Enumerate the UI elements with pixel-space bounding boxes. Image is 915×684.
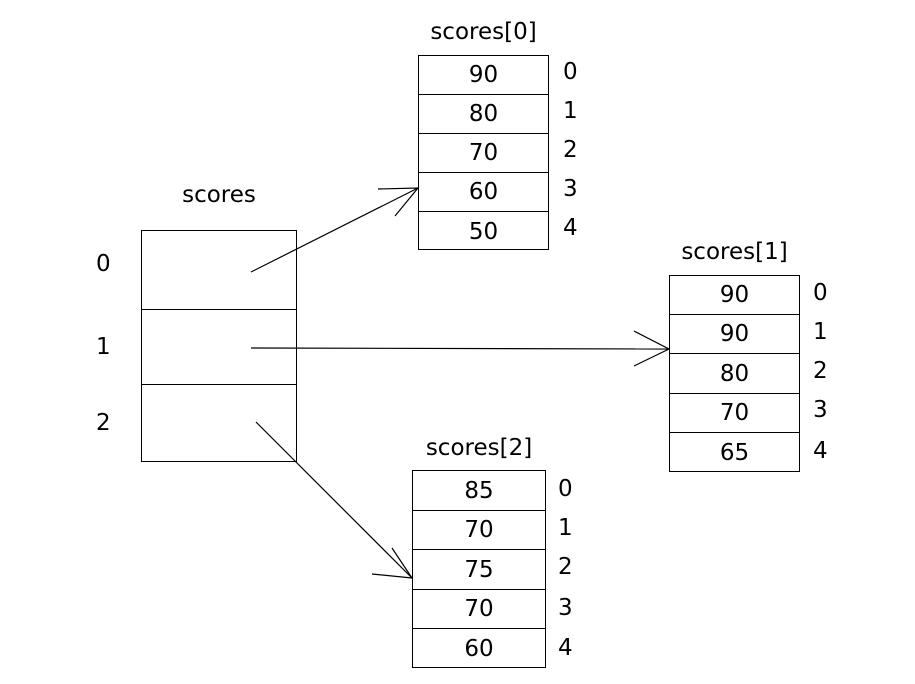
pointer-array-cell-1[interactable]	[142, 310, 296, 385]
array-1-cell-1[interactable]: 90	[670, 315, 799, 354]
array-0-cell-2[interactable]: 70	[419, 134, 548, 173]
array-0-index-3: 3	[563, 176, 578, 202]
array-0-cell-1[interactable]: 80	[419, 95, 548, 134]
pointer-array-index-0: 0	[96, 251, 111, 277]
pointer-array-box	[141, 230, 297, 462]
array-1-box: 90 90 80 70 65	[669, 275, 800, 472]
array-2-title: scores[2]	[425, 435, 533, 461]
array-2-cell-3[interactable]: 70	[413, 590, 545, 629]
array-1-index-3: 3	[813, 397, 828, 423]
array-1-cell-3[interactable]: 70	[670, 394, 799, 433]
array-2-cell-2[interactable]: 75	[413, 550, 545, 590]
array-0-index-1: 1	[563, 98, 578, 124]
array-2-index-1: 1	[558, 515, 573, 541]
array-2-cell-0[interactable]: 85	[413, 471, 545, 511]
array-0-index-0: 0	[563, 59, 578, 85]
pointer-array-index-1: 1	[96, 334, 111, 360]
array-2-index-3: 3	[558, 595, 573, 621]
array-0-index-2: 2	[563, 137, 578, 163]
array-2-index-4: 4	[558, 635, 573, 661]
array-2-cell-4[interactable]: 60	[464, 636, 494, 662]
array-0-box: 90 80 70 60 50	[418, 55, 549, 250]
pointer-array-title: scores	[182, 182, 256, 208]
array-1-cell-4[interactable]: 65	[719, 440, 750, 466]
pointer-array-cell-0[interactable]	[142, 231, 296, 310]
array-1-index-2: 2	[813, 358, 828, 384]
pointer-array-index-2: 2	[96, 410, 111, 436]
pointer-array-cell-2[interactable]	[142, 385, 296, 463]
array-0-index-4: 4	[563, 215, 578, 241]
array-1-index-1: 1	[813, 319, 828, 345]
array-1-index-0: 0	[813, 280, 828, 306]
array-0-cell-4[interactable]: 50	[468, 218, 499, 245]
array-1-cell-0[interactable]: 90	[670, 276, 799, 315]
array-2-index-2: 2	[558, 554, 573, 580]
array-0-title: scores[0]	[430, 19, 537, 45]
array-1-cell-2[interactable]: 80	[670, 354, 799, 394]
arrow-to-scores-1	[250, 330, 671, 367]
array-2-cell-1[interactable]: 70	[413, 511, 545, 550]
array-0-cell-3[interactable]: 60	[419, 173, 548, 212]
array-1-title: scores[1]	[681, 239, 788, 265]
array-2-index-0: 0	[558, 476, 573, 502]
array-2-box: 85 70 75 70 60	[412, 470, 546, 668]
array-1-index-4: 4	[813, 438, 828, 464]
array-0-cell-0[interactable]: 90	[419, 56, 548, 95]
